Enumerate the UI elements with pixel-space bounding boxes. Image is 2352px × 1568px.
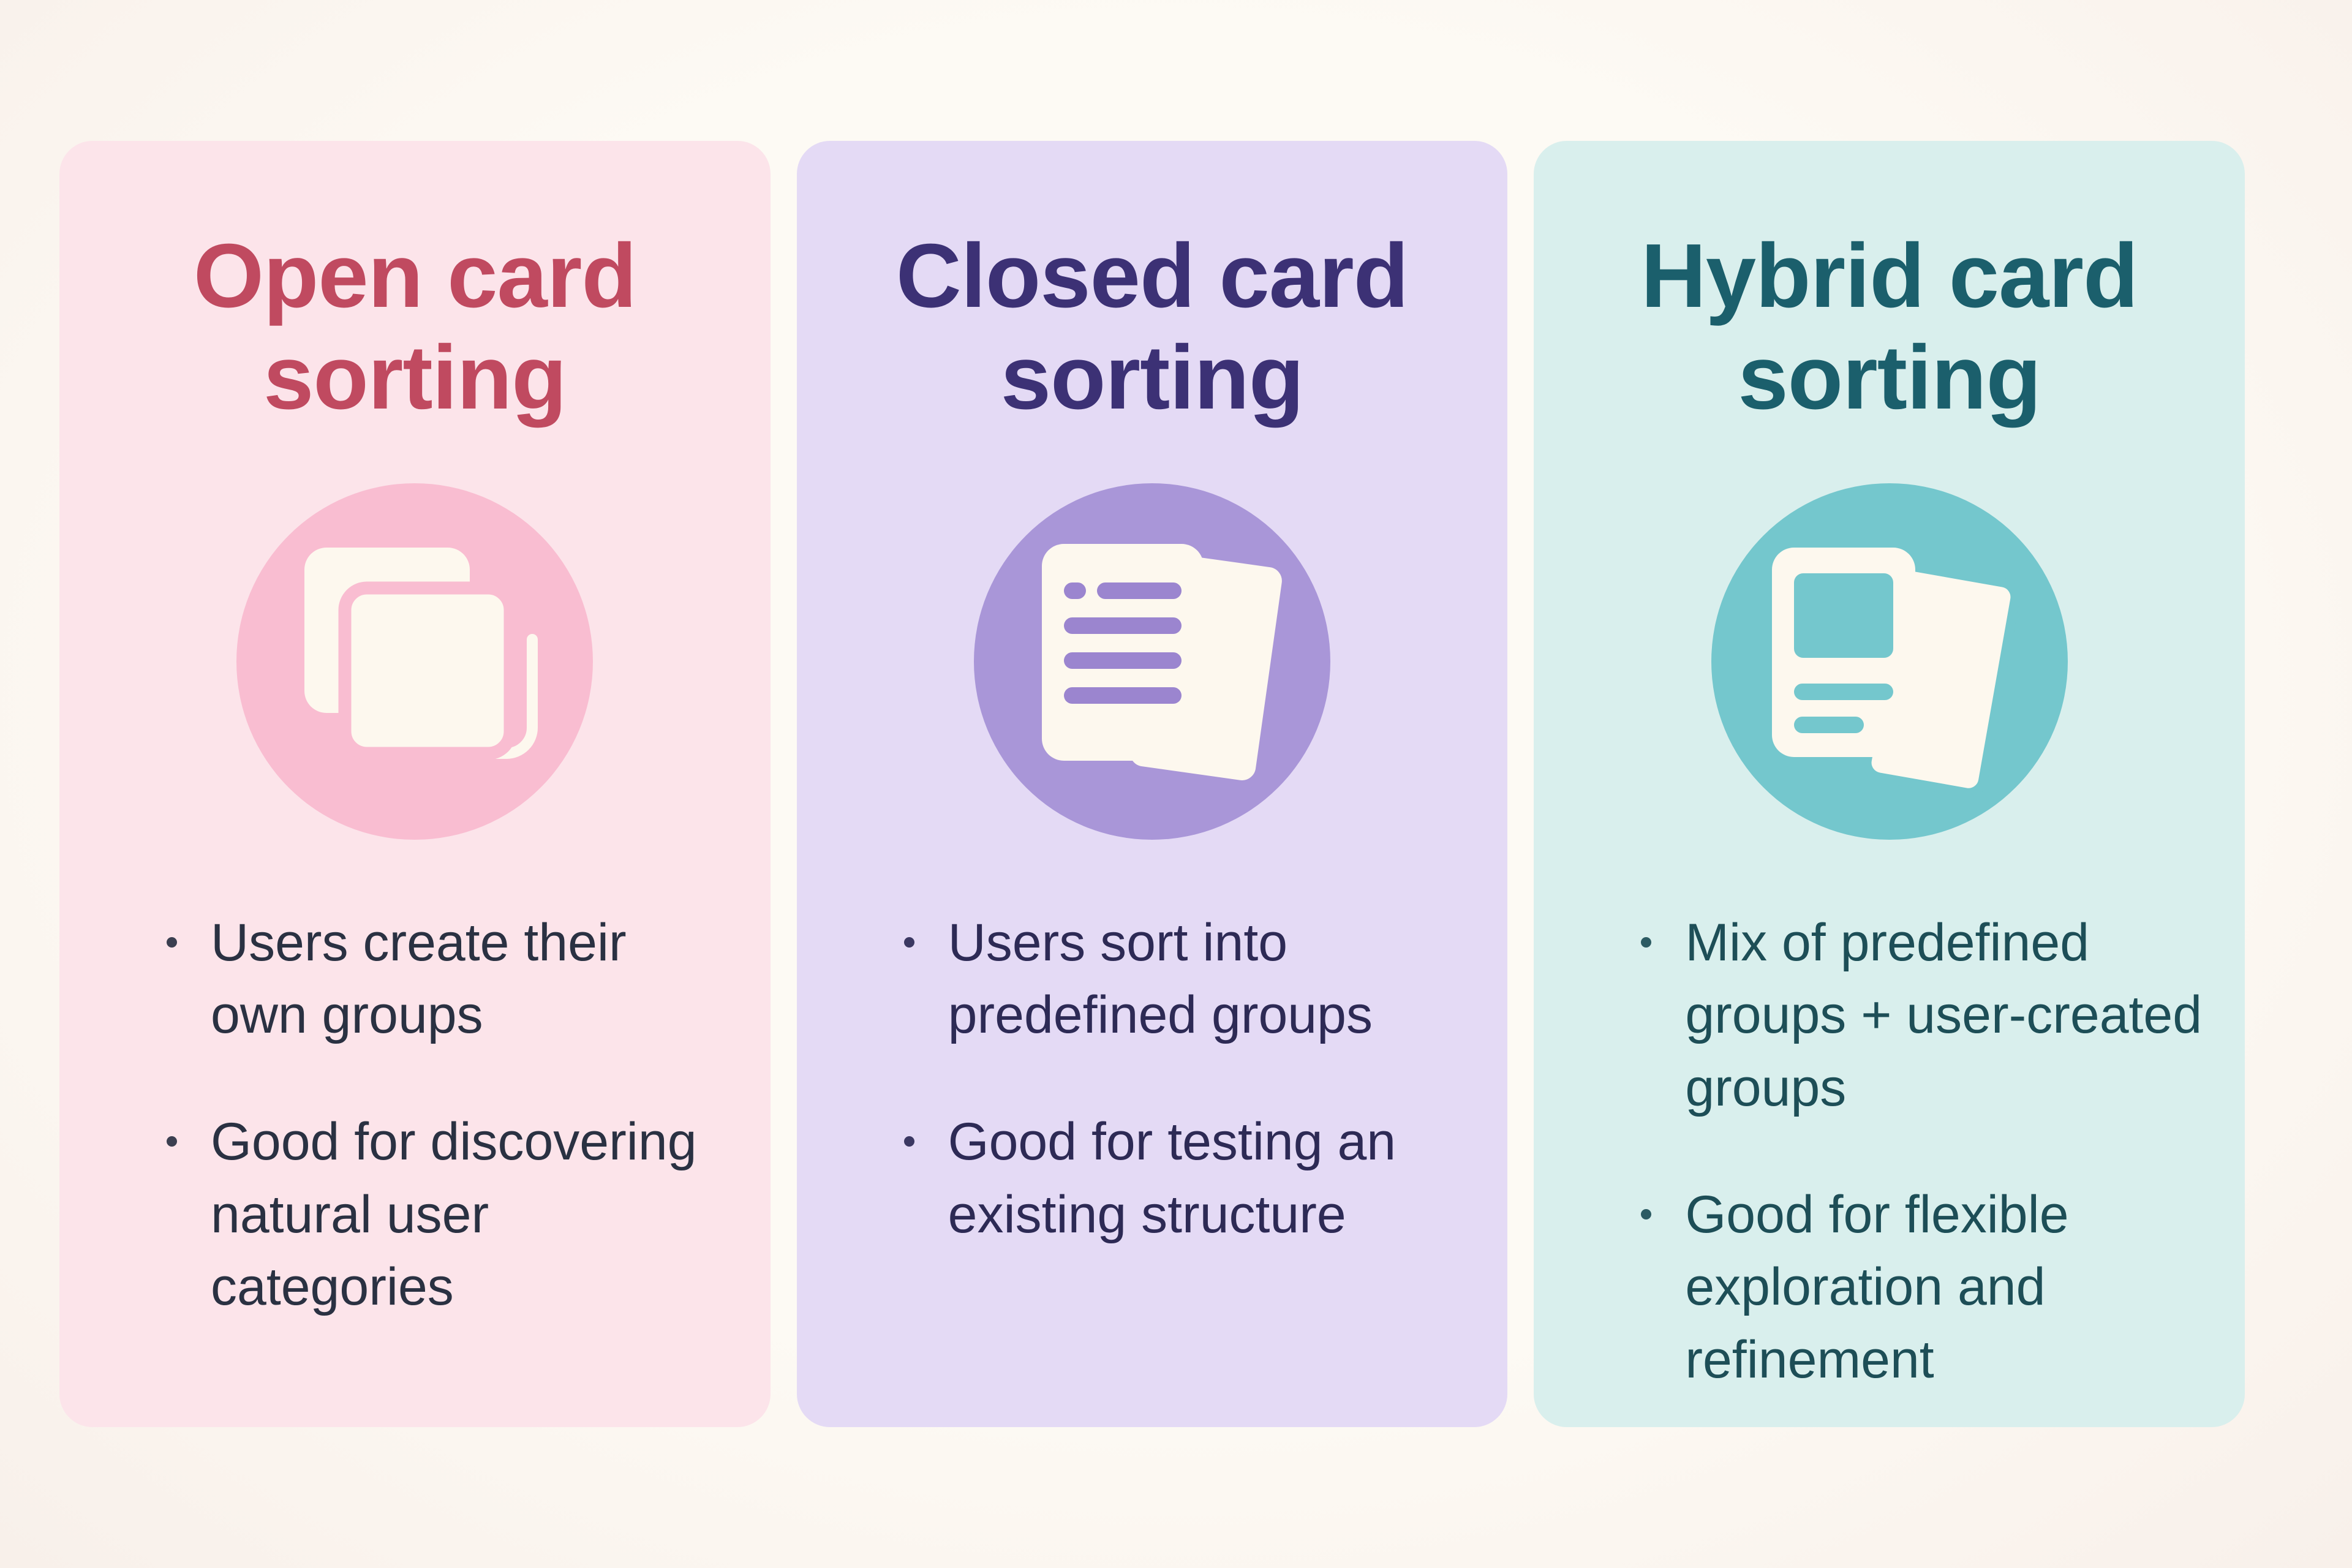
card-title: Open card sorting xyxy=(193,225,637,428)
card-with-page-icon xyxy=(1706,478,2073,845)
stacked-cards-icon xyxy=(231,478,598,845)
bullet-list: Mix of predefined groups + user-created … xyxy=(1534,907,2245,1396)
document-stack-icon xyxy=(968,478,1336,845)
bullet-item: Good for testing an existing structure xyxy=(903,1106,1474,1251)
bullet-item: Good for discovering natural user catego… xyxy=(167,1106,737,1324)
card-open-sorting: Open card sorting Users create their own… xyxy=(59,141,771,1427)
card-hybrid-sorting: Hybrid card sorting Mix of predefined gr… xyxy=(1534,141,2245,1427)
bullet-list: Users sort into predefined groups Good f… xyxy=(797,907,1508,1251)
bullet-item: Mix of predefined groups + user-created … xyxy=(1641,907,2211,1125)
card-title: Hybrid card sorting xyxy=(1640,225,2138,428)
bullet-list: Users create their own groups Good for d… xyxy=(59,907,771,1324)
bullet-item: Users sort into predefined groups xyxy=(903,907,1474,1052)
bullet-item: Good for flexible exploration and refine… xyxy=(1641,1178,2211,1396)
bullet-item: Users create their own groups xyxy=(167,907,737,1052)
card-closed-sorting: Closed card sorting Users sort into pred… xyxy=(796,141,1508,1427)
card-title: Closed card sorting xyxy=(895,225,1409,428)
